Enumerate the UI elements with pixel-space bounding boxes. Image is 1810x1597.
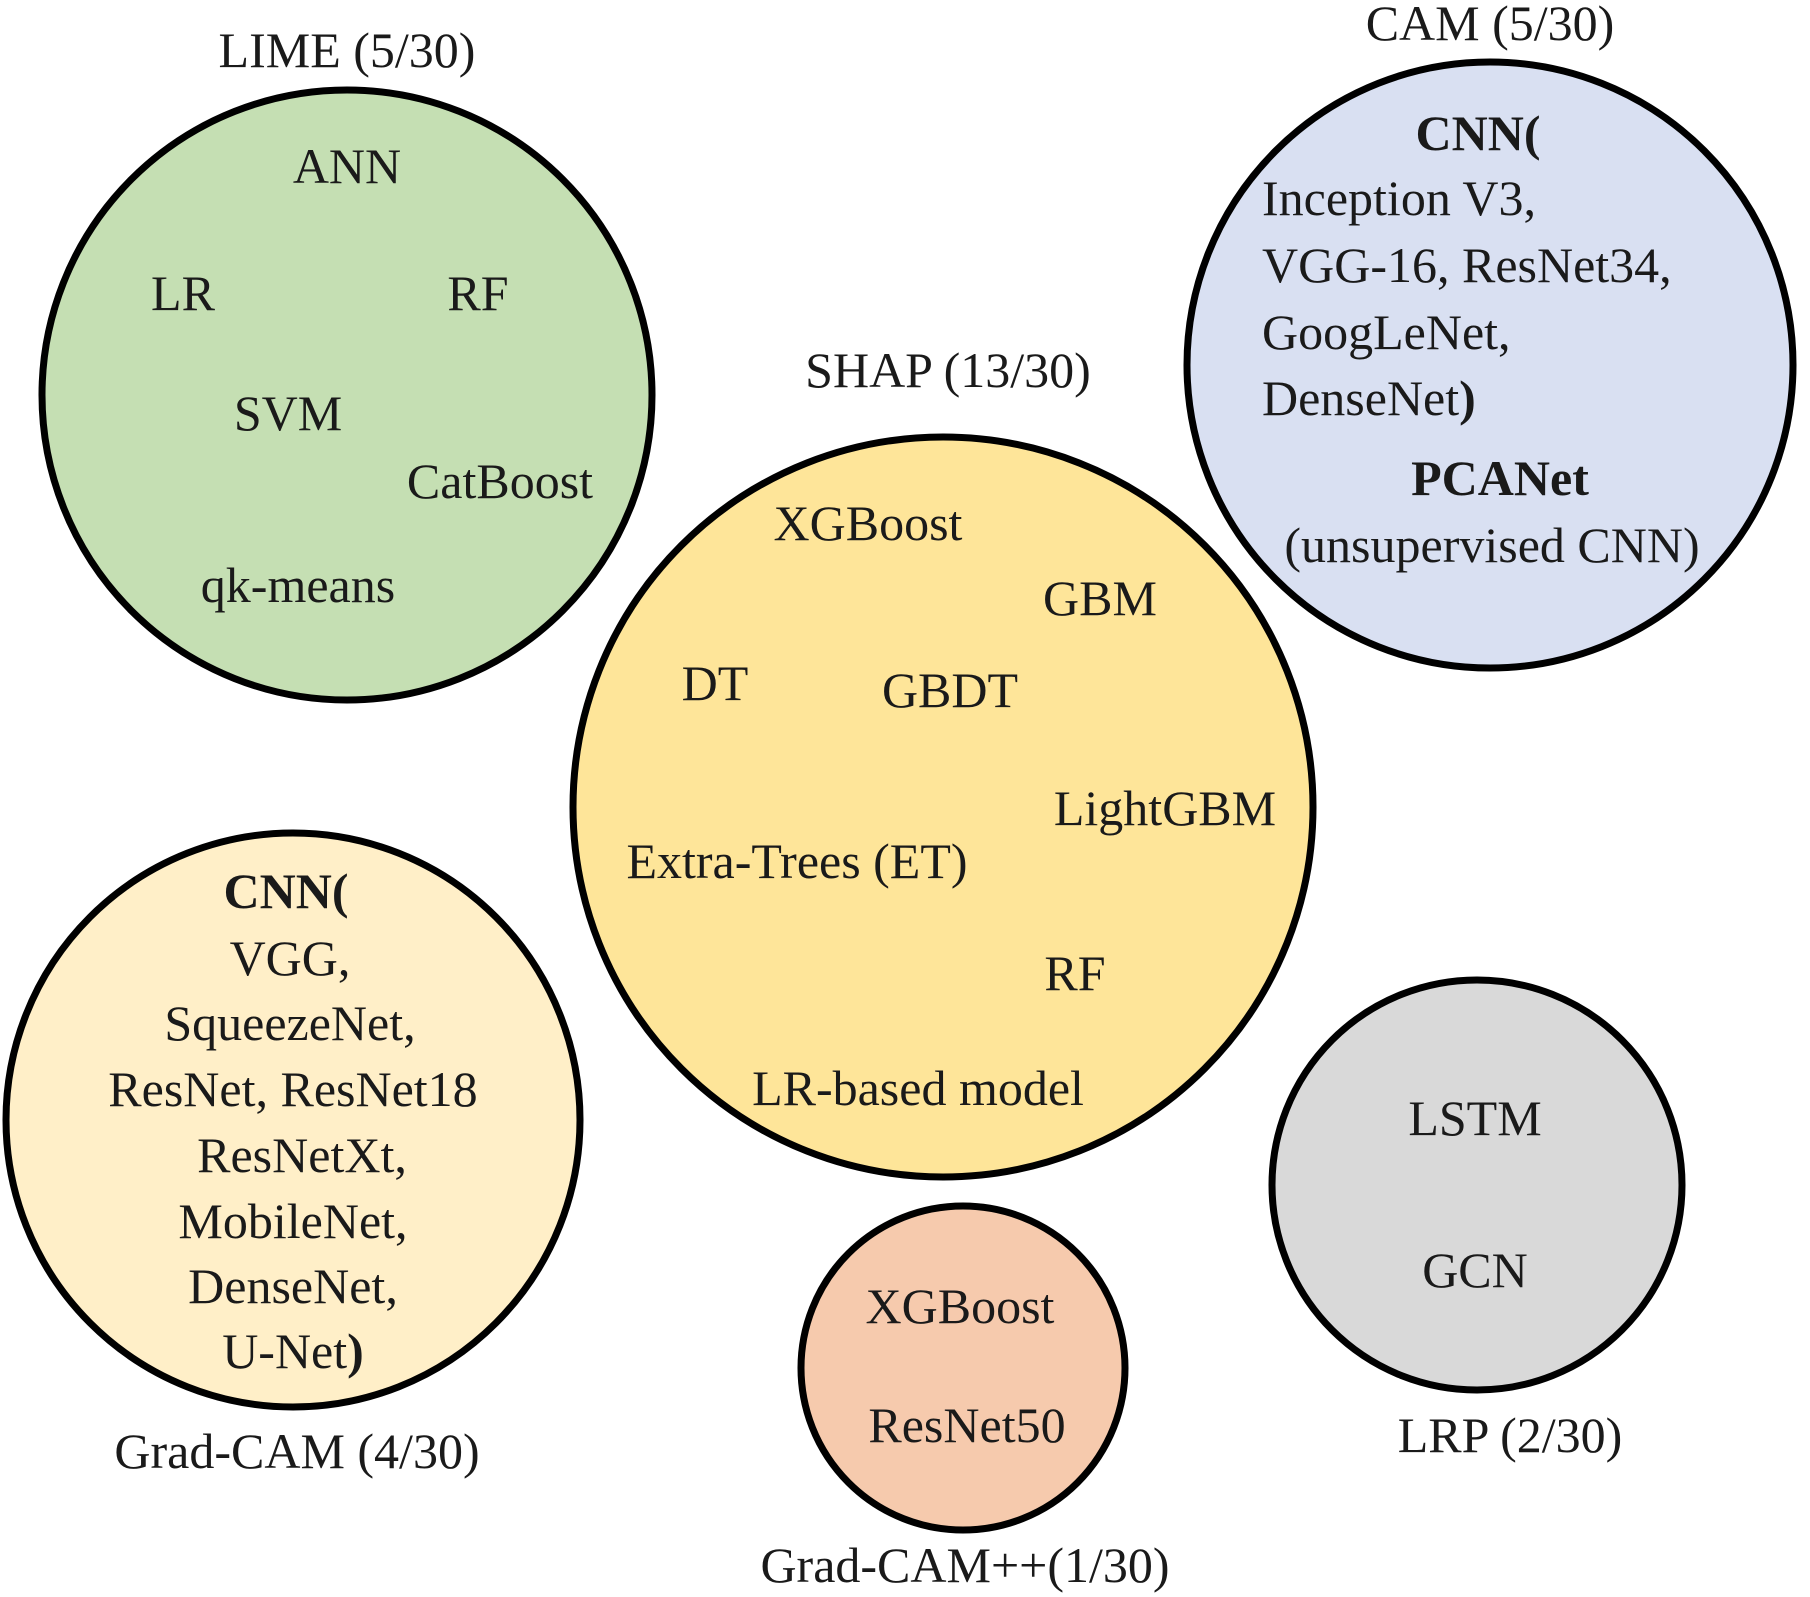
shap-item-dt: DT xyxy=(682,655,749,711)
cam-cnn-line-3: GoogLeNet, xyxy=(1262,304,1511,360)
shap-item-xgboost: XGBoost xyxy=(774,495,963,551)
gradcampp-item-resnet50: ResNet50 xyxy=(868,1397,1065,1453)
lime-item-svm: SVM xyxy=(234,385,342,441)
shap-item-gbm: GBM xyxy=(1043,570,1157,626)
lime-item-qk-means: qk-means xyxy=(201,557,395,613)
gradcam-title: Grad-CAM (4/30) xyxy=(114,1423,479,1479)
lrp-title: LRP (2/30) xyxy=(1398,1407,1623,1463)
cam-pcanet-note: (unsupervised CNN) xyxy=(1284,517,1699,573)
cam-cnn-header: CNN( xyxy=(1416,105,1541,161)
lime-circle xyxy=(38,86,656,704)
cam-group: CAM (5/30) CNN( Inception V3, VGG-16, Re… xyxy=(1183,0,1797,672)
gradcam-close-paren: ) xyxy=(347,1323,364,1379)
shap-item-extra-trees: Extra-Trees (ET) xyxy=(626,833,967,889)
shap-item-lightgbm: LightGBM xyxy=(1054,780,1276,836)
shap-circle xyxy=(569,433,1317,1181)
cam-cnn-line-4: DenseNet) xyxy=(1262,370,1476,426)
cam-title: CAM (5/30) xyxy=(1366,0,1615,51)
cam-cnn-line-2: VGG-16, ResNet34, xyxy=(1262,237,1672,293)
gradcam-last-line-text: U-Net xyxy=(222,1323,347,1379)
cam-circle xyxy=(1183,58,1797,672)
gradcam-group: CNN( VGG, SqueezeNet, ResNet, ResNet18 R… xyxy=(2,829,584,1479)
lime-item-ann: ANN xyxy=(293,138,401,194)
lrp-group: LSTM GCN LRP (2/30) xyxy=(1268,976,1686,1463)
lime-item-catboost: CatBoost xyxy=(407,453,593,509)
gradcam-cnn-header: CNN( xyxy=(224,863,349,919)
gradcam-circle xyxy=(2,829,584,1411)
gradcampp-item-xgboost: XGBoost xyxy=(866,1278,1055,1334)
lime-group: LIME (5/30) ANN LR RF SVM CatBoost qk-me… xyxy=(38,22,656,704)
gradcam-cnn-last-line: U-Net) xyxy=(222,1323,364,1379)
lime-item-rf: RF xyxy=(447,265,508,321)
cam-cnn-line-4-text: DenseNet xyxy=(1262,370,1459,426)
lrp-item-gcn: GCN xyxy=(1422,1242,1528,1298)
lime-item-lr: LR xyxy=(151,265,216,321)
lime-title: LIME (5/30) xyxy=(219,22,476,78)
lrp-circle xyxy=(1268,976,1686,1394)
gradcampp-circle xyxy=(797,1202,1129,1534)
shap-item-gbdt: GBDT xyxy=(882,662,1018,718)
shap-title: SHAP (13/30) xyxy=(805,342,1091,398)
gradcam-cnn-line: ResNetXt, xyxy=(197,1127,407,1183)
cam-pcanet: PCANet xyxy=(1411,450,1589,506)
shap-group: SHAP (13/30) XGBoost GBM DT GBDT LightGB… xyxy=(569,342,1317,1181)
shap-item-lr-based-model: LR-based model xyxy=(752,1060,1084,1116)
lrp-item-lstm: LSTM xyxy=(1408,1090,1541,1146)
gradcam-cnn-line: MobileNet, xyxy=(178,1193,407,1249)
cam-cnn-close-paren: ) xyxy=(1459,370,1476,426)
shap-item-rf: RF xyxy=(1044,945,1105,1001)
cam-cnn-line-1: Inception V3, xyxy=(1262,170,1536,226)
gradcam-cnn-line: ResNet, ResNet18 xyxy=(108,1061,477,1117)
gradcampp-group: XGBoost ResNet50 Grad-CAM++(1/30) xyxy=(760,1202,1170,1593)
gradcam-cnn-line: DenseNet, xyxy=(188,1258,398,1314)
gradcampp-title: Grad-CAM++(1/30) xyxy=(760,1537,1169,1593)
gradcam-cnn-line: VGG, xyxy=(230,930,351,986)
gradcam-cnn-line: SqueezeNet, xyxy=(164,995,415,1051)
